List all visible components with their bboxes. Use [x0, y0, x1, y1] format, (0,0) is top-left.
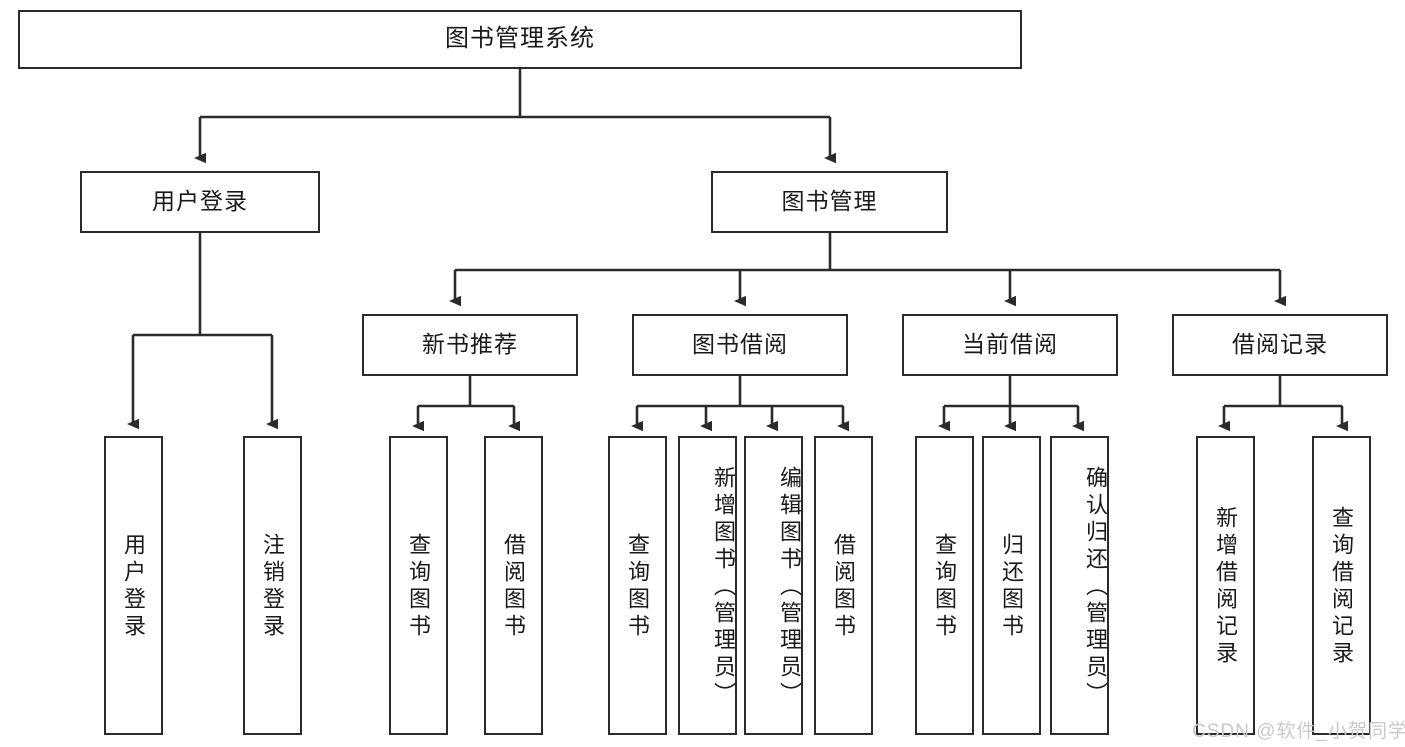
leaf-query-book-new-recommend[interactable]: 查询图书 — [389, 436, 448, 735]
node-new-book-recommend[interactable]: 新书推荐 — [362, 314, 578, 376]
leaf-confirm-return-admin[interactable]: 确认归还（管理员） — [1050, 436, 1109, 735]
node-user-login[interactable]: 用户登录 — [80, 171, 320, 233]
node-borrow-record[interactable]: 借阅记录 — [1172, 314, 1388, 376]
node-book-management[interactable]: 图书管理 — [711, 171, 948, 233]
leaf-edit-book-admin[interactable]: 编辑图书（管理员） — [744, 436, 803, 735]
node-current-borrow[interactable]: 当前借阅 — [902, 314, 1118, 376]
leaf-return-book[interactable]: 归还图书 — [982, 436, 1041, 735]
leaf-query-book-borrow[interactable]: 查询图书 — [608, 436, 667, 735]
leaf-user-login[interactable]: 用户登录 — [104, 436, 163, 735]
leaf-borrow-book-new-recommend[interactable]: 借阅图书 — [484, 436, 543, 735]
leaf-add-book-admin[interactable]: 新增图书（管理员） — [678, 436, 737, 735]
node-book-borrow[interactable]: 图书借阅 — [632, 314, 848, 376]
csdn-watermark: CSDN @软件_小贺同学 — [1192, 721, 1405, 742]
leaf-logout-login[interactable]: 注销登录 — [243, 436, 302, 735]
leaf-query-book-current[interactable]: 查询图书 — [915, 436, 974, 735]
leaf-borrow-book-borrow[interactable]: 借阅图书 — [814, 436, 873, 735]
leaf-query-borrow-record[interactable]: 查询借阅记录 — [1312, 436, 1371, 735]
leaf-add-borrow-record[interactable]: 新增借阅记录 — [1196, 436, 1255, 735]
node-root-library-management-system[interactable]: 图书管理系统 — [18, 10, 1022, 69]
